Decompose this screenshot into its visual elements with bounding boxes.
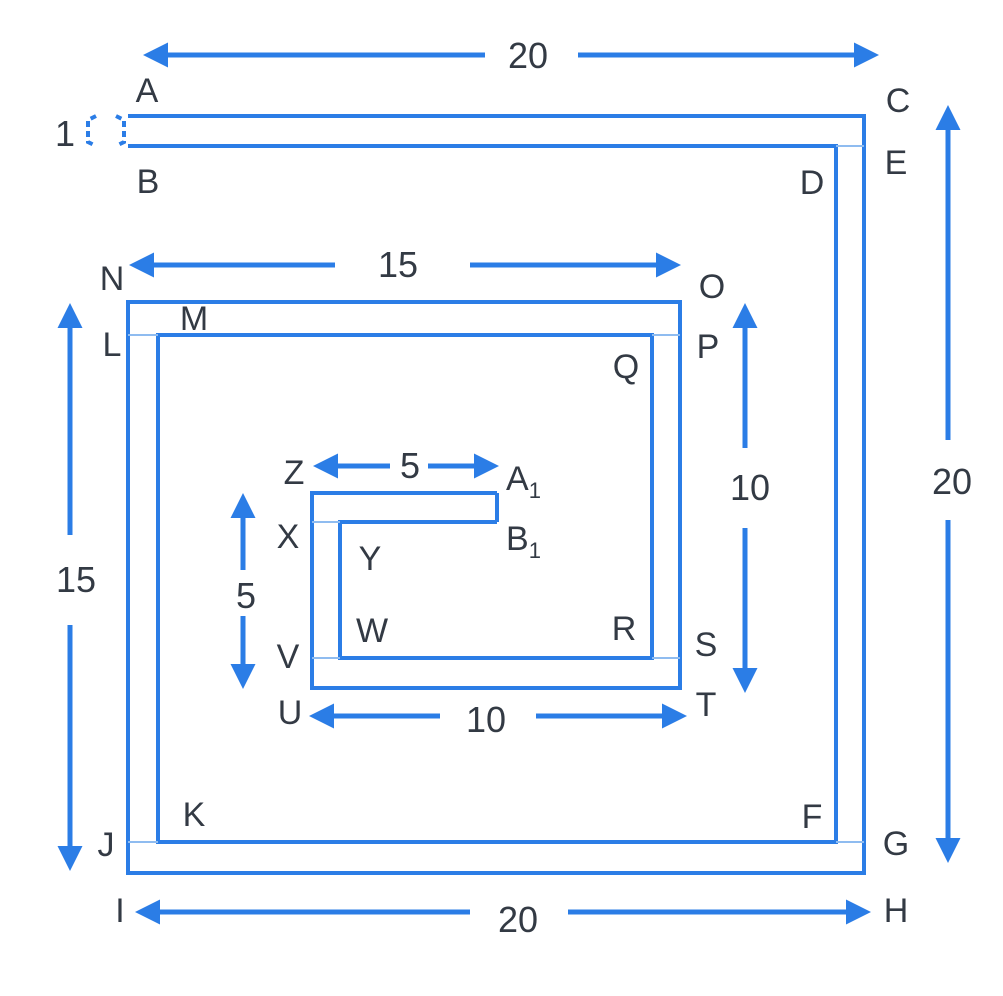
- point-label-h: H: [884, 892, 909, 930]
- dim-label-inner-left: 5: [236, 575, 256, 616]
- point-label-u: U: [278, 694, 303, 732]
- point-label-a: A: [136, 72, 159, 110]
- dim-label-gap: 1: [55, 113, 75, 154]
- point-label-c: C: [886, 82, 911, 120]
- gap-bracket-right: [115, 114, 126, 148]
- spiral-outer-edge: [126, 114, 866, 875]
- point-label-g: G: [883, 825, 909, 863]
- dim-label-right: 20: [932, 461, 972, 502]
- point-label-q: Q: [613, 348, 639, 386]
- dim-label-mid-top: 15: [378, 244, 418, 285]
- point-label-s: S: [695, 626, 718, 664]
- point-label-a1-letter: A: [506, 460, 529, 498]
- gap-bracket: [86, 114, 97, 148]
- point-label-l: L: [103, 326, 122, 364]
- point-label-d: D: [800, 164, 825, 202]
- point-label-b1-subscript: 1: [529, 538, 541, 563]
- point-label-j: J: [98, 826, 115, 864]
- dim-label-inner-bottom: 10: [466, 699, 506, 740]
- point-label-b1: B1: [506, 520, 541, 563]
- point-label-f: F: [802, 798, 823, 836]
- dim-label-bottom: 20: [498, 899, 538, 940]
- point-label-o: O: [699, 268, 725, 306]
- point-label-z: Z: [284, 454, 305, 492]
- point-label-b1-letter: B: [506, 520, 529, 558]
- point-label-b: B: [137, 163, 160, 201]
- point-label-y: Y: [359, 540, 382, 578]
- point-label-e: E: [885, 144, 908, 182]
- point-label-n: N: [100, 260, 125, 298]
- point-label-w: W: [356, 612, 388, 650]
- point-label-k: K: [183, 796, 206, 834]
- point-label-a1: A1: [506, 460, 541, 503]
- point-label-p: P: [697, 328, 720, 366]
- point-label-r: R: [612, 610, 637, 648]
- dim-label-mid-right: 10: [730, 467, 770, 508]
- point-label-x: X: [277, 518, 300, 556]
- spiral-inner-edge: [128, 144, 838, 844]
- point-label-v: V: [277, 638, 300, 676]
- dim-label-inner-top: 5: [400, 445, 420, 486]
- dim-label-mid-left: 15: [56, 559, 96, 600]
- point-label-a1-subscript: 1: [529, 478, 541, 503]
- dim-label-top: 20: [508, 35, 548, 76]
- point-label-t: T: [696, 686, 717, 724]
- point-label-i: I: [115, 892, 124, 930]
- point-label-m: M: [180, 300, 208, 338]
